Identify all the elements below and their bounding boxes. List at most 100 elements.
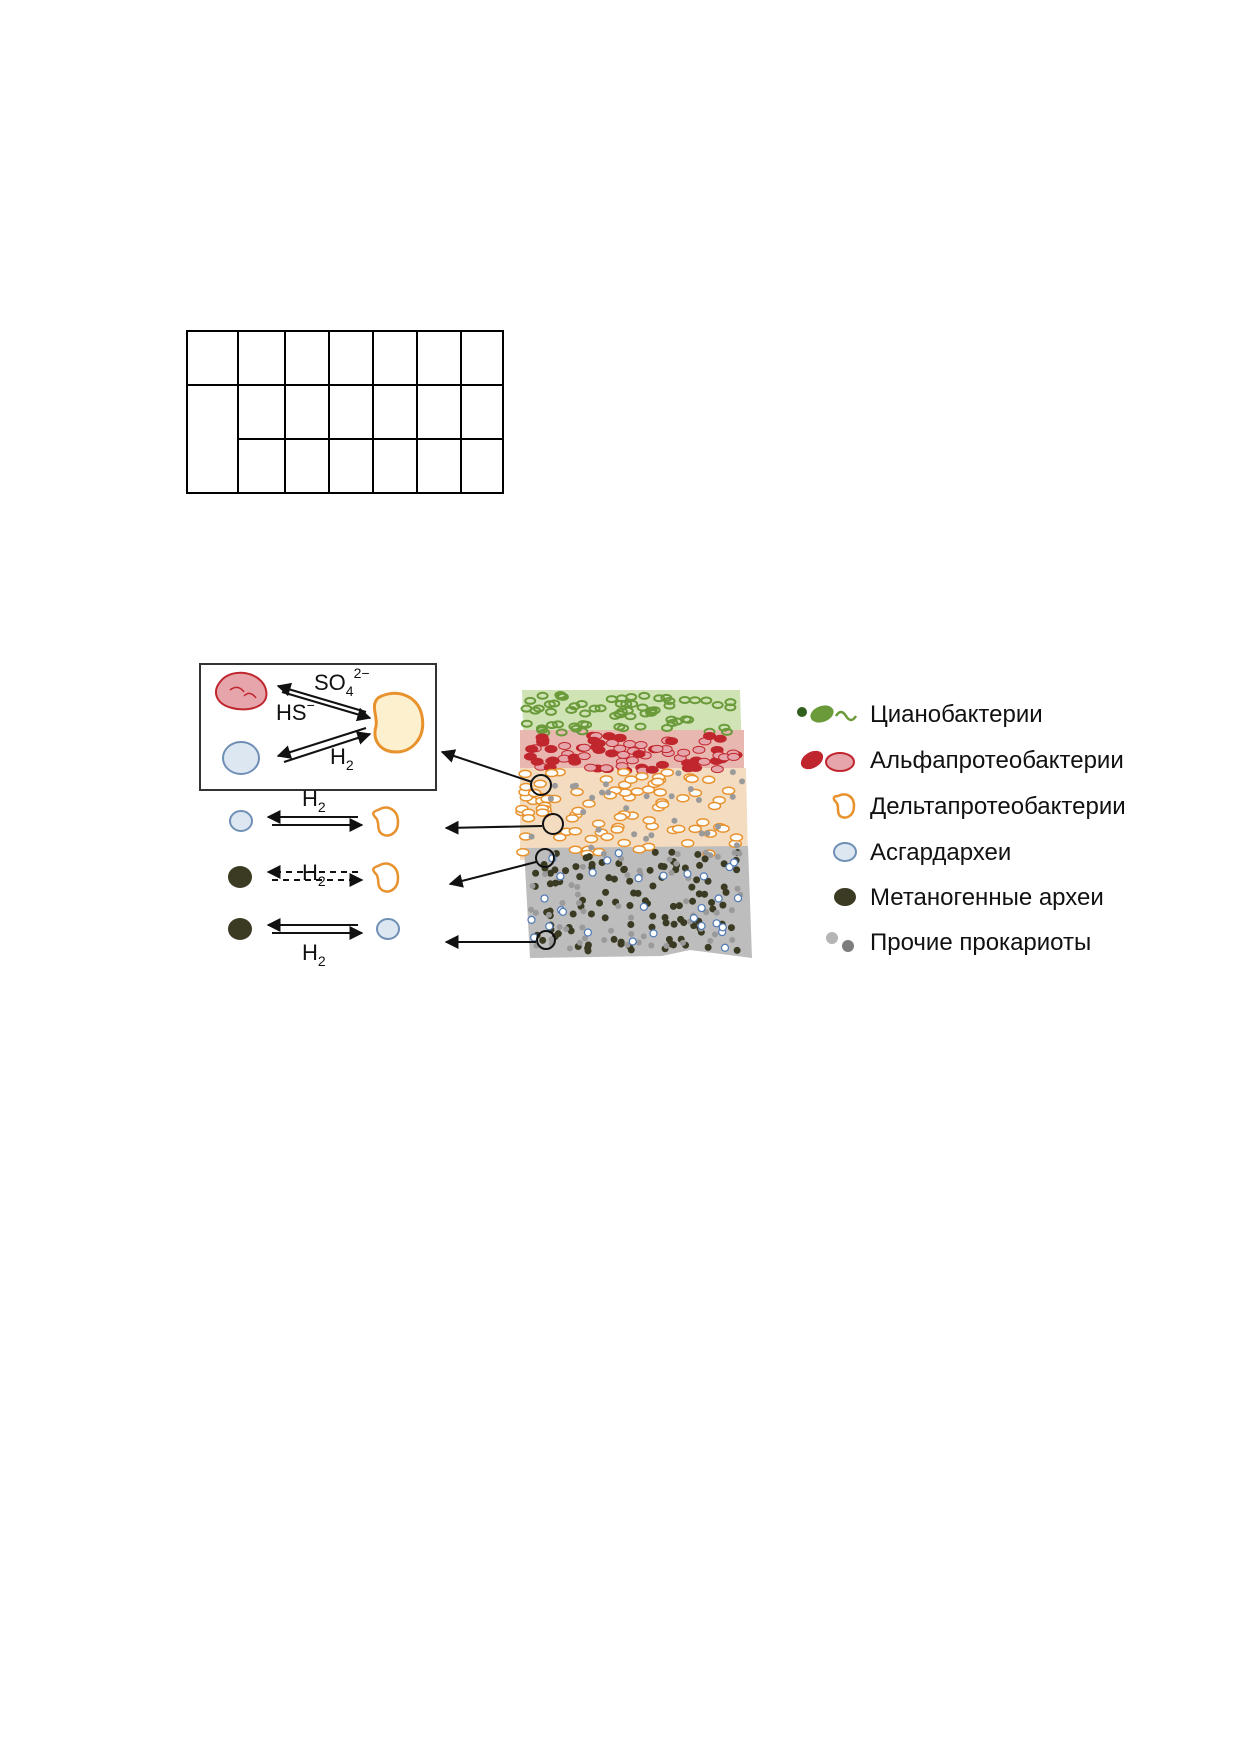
mat-texture: [625, 756, 639, 765]
mat-texture: [632, 749, 646, 758]
mat-texture: [558, 907, 568, 916]
mat-texture: [544, 707, 557, 716]
mat-texture: [649, 929, 658, 938]
mat-texture: [660, 768, 675, 777]
mat-texture: [556, 872, 565, 881]
mat-texture: [731, 849, 738, 856]
mat-texture: [677, 748, 691, 757]
mat-texture: [729, 769, 736, 776]
mat-texture: [579, 924, 586, 931]
mat-texture: [600, 832, 614, 842]
mat-texture: [651, 848, 659, 856]
mat-texture: [700, 696, 713, 705]
mat-texture: [577, 743, 591, 752]
mat-texture: [638, 691, 651, 700]
mat-texture: [574, 884, 581, 891]
answer-grid-border: [186, 330, 504, 494]
mat-texture: [734, 885, 741, 892]
mat-texture: [605, 874, 613, 882]
mat-texture: [572, 782, 579, 789]
mat-texture: [584, 947, 592, 955]
mat-texture: [525, 745, 539, 754]
legend-methano-label: Метаногенные археи: [870, 884, 1104, 911]
mat-texture: [551, 782, 558, 789]
legend-delta-label: Дельтапротеобактерии: [870, 793, 1126, 820]
mat-texture: [630, 889, 638, 897]
mat-texture: [724, 703, 737, 712]
mat-texture: [648, 942, 655, 949]
mat-texture: [523, 752, 537, 761]
answer-grid: [186, 330, 504, 494]
mat-texture: [683, 898, 690, 905]
mat-texture: [713, 734, 727, 743]
mat-texture: [733, 894, 743, 903]
mat-texture: [627, 946, 635, 954]
mat-texture: [701, 890, 709, 898]
mat-texture: [602, 781, 609, 788]
mat-texture: [663, 942, 670, 949]
mat-texture: [679, 939, 686, 946]
legend-methano-icon: [834, 888, 856, 906]
mat-texture: [568, 826, 583, 836]
mat-texture: [632, 845, 646, 854]
mat-texture: [688, 824, 702, 834]
mat-texture: [584, 763, 598, 772]
mat-texture: [576, 939, 583, 946]
mat-texture: [528, 906, 535, 913]
mat-texture: [529, 883, 536, 890]
row2-methano-icon: [228, 866, 252, 888]
mat-texture: [628, 914, 635, 921]
mat-texture: [548, 936, 555, 943]
mat-texture: [562, 867, 570, 875]
mat-texture: [547, 795, 554, 802]
mat-texture: [636, 703, 649, 712]
mat-texture: [727, 752, 741, 761]
mat-texture: [576, 899, 583, 906]
alpha-cell-icon: [215, 671, 268, 711]
mat-texture: [617, 940, 625, 948]
mat-texture: [568, 882, 575, 889]
mat-texture: [532, 909, 539, 916]
mat-texture: [653, 694, 666, 703]
mat-texture: [542, 871, 549, 878]
mat-texture: [712, 919, 721, 928]
mat-texture: [555, 728, 568, 737]
mat-texture: [722, 888, 730, 896]
mat-texture: [675, 770, 682, 777]
mat-texture: [617, 838, 631, 848]
mat-texture: [546, 756, 560, 765]
mat-texture: [681, 764, 695, 773]
h2-row2-label: H2: [302, 860, 326, 889]
mat-texture: [569, 910, 577, 918]
mat-texture: [697, 921, 706, 931]
mat-texture: [605, 695, 618, 704]
mat-texture: [701, 855, 709, 863]
mat-texture: [624, 941, 631, 948]
mat-texture: [631, 831, 638, 838]
mat-texture: [675, 902, 683, 910]
mat-texture: [580, 908, 587, 915]
mat-texture: [566, 945, 573, 952]
mat-texture: [645, 708, 658, 717]
mat-texture: [588, 868, 597, 877]
mat-texture: [568, 722, 581, 731]
mat-texture: [544, 768, 559, 778]
legend: Цианобактерии Альфапротеобактерии Дельта…: [797, 701, 1126, 956]
mat-texture: [703, 732, 717, 741]
mat-texture: [729, 858, 739, 867]
mat-texture: [711, 931, 718, 938]
mat-texture: [628, 937, 637, 946]
mat-texture: [620, 866, 628, 874]
mat-texture: [674, 851, 681, 858]
mat-texture: [536, 691, 549, 700]
mat-texture: [613, 812, 628, 822]
mat-texture: [701, 775, 716, 784]
mat-texture: [646, 866, 654, 874]
mat-texture: [556, 924, 563, 931]
mat-texture: [545, 721, 558, 730]
mat-texture: [516, 847, 530, 857]
delta-cell-icon: [372, 691, 425, 754]
mat-texture: [590, 743, 604, 752]
mat-texture: [548, 699, 561, 708]
mat-texture: [714, 853, 721, 860]
